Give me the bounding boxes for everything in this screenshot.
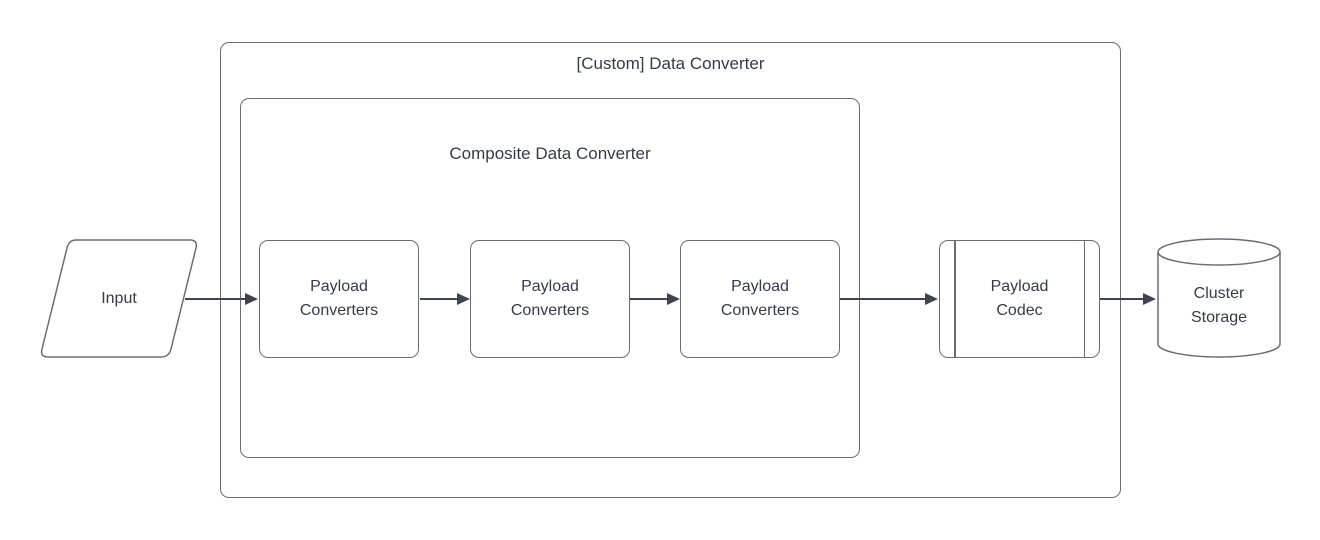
arrow-head-icon [925, 293, 938, 305]
edge-payload-codec-to-cluster-storage [1100, 293, 1156, 305]
custom-data-converter-title: [Custom] Data Converter [576, 54, 765, 73]
edge-line [630, 298, 669, 300]
payload-converters-node-3-label: Payload Converters [720, 278, 800, 319]
cluster-storage-node-label: Cluster Storage [1190, 285, 1248, 326]
payload-converters-node-2-label: Payload Converters [510, 278, 590, 319]
payload-codec-node-label: Payload Codec [990, 278, 1049, 319]
edge-payload-converters-3-to-payload-codec [840, 293, 938, 305]
codec-right-bar [1083, 241, 1085, 357]
edge-line [840, 298, 927, 300]
input-node-label: Input [101, 290, 137, 307]
payload-converters-node-2: Payload Converters [470, 240, 630, 358]
custom-data-converter-container: [Custom] Data Converter [220, 42, 1121, 498]
edge-payload-converters-1-to-2 [420, 293, 470, 305]
composite-data-converter-title: Composite Data Converter [449, 144, 651, 163]
payload-codec-node: Payload Codec [939, 240, 1100, 358]
edge-line [1100, 298, 1145, 300]
payload-converters-node-1-label: Payload Converters [299, 278, 379, 319]
parallelogram-shape [40, 239, 198, 358]
arrow-head-icon [1143, 293, 1156, 305]
arrow-head-icon [245, 293, 258, 305]
arrow-head-icon [667, 293, 680, 305]
input-node: Input [39, 239, 199, 359]
arrow-head-icon [457, 293, 470, 305]
edge-line [185, 298, 247, 300]
codec-left-bar [954, 241, 956, 357]
edge-payload-converters-2-to-3 [630, 293, 680, 305]
payload-converters-node-1: Payload Converters [259, 240, 419, 358]
edge-input-to-payload-converters-1 [185, 293, 258, 305]
cylinder-shape [1157, 238, 1281, 358]
cluster-storage-node: Cluster Storage [1157, 238, 1281, 358]
payload-converters-node-3: Payload Converters [680, 240, 840, 358]
edge-line [420, 298, 459, 300]
composite-data-converter-container: Composite Data Converter [240, 98, 860, 458]
